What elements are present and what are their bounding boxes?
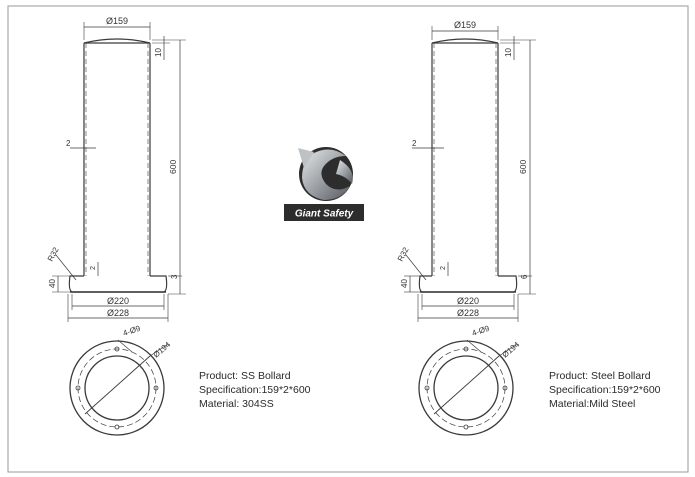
- left-label-d220: Ø220: [107, 296, 129, 306]
- left-plan-outer: [69, 340, 165, 436]
- right-base-plate: [418, 275, 518, 293]
- logo-text: Giant Safety: [295, 209, 354, 220]
- right-plan-bolt-circle: [426, 348, 506, 428]
- left-material: Material: 304SS: [199, 398, 274, 410]
- left-bolt-hole: [114, 424, 120, 430]
- right-product: Product: Steel Bollard: [549, 370, 651, 382]
- right-bollard-drawing: [404, 26, 536, 436]
- left-specification: Specification:159*2*600: [199, 384, 311, 396]
- right-label-bolt-circle: Ø194: [501, 340, 522, 360]
- left-label-height: 600: [168, 160, 178, 174]
- left-label-d228: Ø228: [107, 308, 129, 318]
- left-label-base-t: 3: [170, 274, 179, 279]
- left-bolt-hole: [75, 385, 81, 391]
- left-label-top-width: Ø159: [106, 16, 128, 26]
- left-plan-diameter: [84, 355, 151, 415]
- right-bolt-hole: [463, 424, 469, 430]
- drawing-border: [7, 5, 689, 473]
- left-base-plate: [68, 275, 168, 293]
- right-bolt-hole: [424, 385, 430, 391]
- left-label-hole: 4-Ø9: [122, 324, 142, 338]
- left-bolt-hole: [114, 346, 120, 352]
- left-label-cap: 10: [154, 48, 163, 57]
- left-top-cap: [83, 38, 151, 44]
- left-label-base-wall: 2: [90, 266, 97, 270]
- right-label-base-h: 40: [400, 279, 409, 288]
- left-dimension-labels: Ø159 10 600 2 R32 40 3 2 Ø220 Ø228 4-Ø9 …: [46, 16, 179, 360]
- right-label-base-wall: 2: [440, 266, 447, 270]
- left-radius-leader: [55, 254, 77, 281]
- right-label-cap: 10: [504, 48, 513, 57]
- left-hole-leader: [117, 339, 133, 353]
- left-plan-bolt-circle: [77, 348, 157, 428]
- logo-text-bg: [284, 204, 364, 221]
- right-plan-inner: [433, 355, 499, 421]
- right-top-cap: [431, 38, 499, 44]
- left-spec-block: Product: SS Bollard Specification:159*2*…: [199, 369, 311, 411]
- left-label-wall: 2: [66, 139, 71, 148]
- right-bolt-hole: [463, 346, 469, 352]
- right-spec-block: Product: Steel Bollard Specification:159…: [549, 369, 661, 411]
- right-plan-outer: [418, 340, 514, 436]
- right-label-d228: Ø228: [457, 308, 479, 318]
- right-label-top-width: Ø159: [454, 20, 476, 30]
- right-label-hole: 4-Ø9: [471, 324, 491, 338]
- left-product: Product: SS Bollard: [199, 370, 291, 382]
- left-label-bolt-circle: Ø194: [152, 340, 173, 360]
- right-label-height: 600: [518, 160, 528, 174]
- right-label-radius: R32: [396, 245, 411, 263]
- left-bolt-hole: [153, 385, 159, 391]
- right-specification: Specification:159*2*600: [549, 384, 661, 396]
- giant-safety-logo-icon: [298, 147, 353, 201]
- left-plan-inner: [84, 355, 150, 421]
- right-plan-diameter: [433, 355, 500, 415]
- right-bolt-hole: [502, 385, 508, 391]
- right-label-base-t: 6: [520, 274, 529, 279]
- right-material: Material:Mild Steel: [549, 398, 636, 410]
- left-bollard-drawing: [52, 22, 186, 436]
- right-label-wall: 2: [412, 139, 417, 148]
- giant-safety-logo: Giant Safety: [284, 147, 364, 221]
- right-dimension-labels: Ø159 10 600 2 R32 40 6 2 Ø220 Ø228 4-Ø9 …: [396, 20, 529, 360]
- left-label-radius: R32: [46, 245, 61, 263]
- left-label-base-h: 40: [48, 279, 57, 288]
- right-label-d220: Ø220: [457, 296, 479, 306]
